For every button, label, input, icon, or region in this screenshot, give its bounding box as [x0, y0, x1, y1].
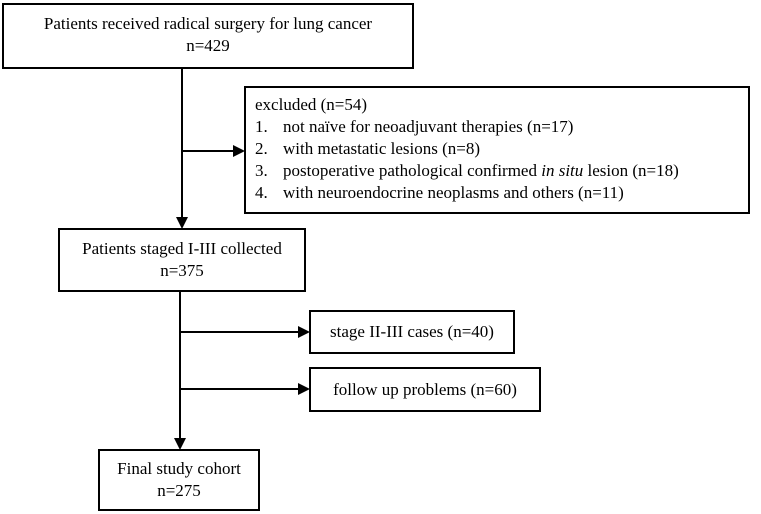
- box-initial-count: n=429: [186, 36, 230, 55]
- excluded-item-3-num: 3.: [255, 161, 268, 180]
- box-initial-title: Patients received radical surgery for lu…: [43, 14, 373, 33]
- excluded-item-3: 3. postoperative pathological confirmed i…: [255, 160, 748, 182]
- excluded-item-4-text: with neuroendocrine neoplasms and others…: [283, 183, 624, 202]
- box-staged-patients: Patients staged I-III collected n=375: [58, 228, 306, 292]
- excluded-item-1-text: not naïve for neoadjuvant therapies (n=1…: [283, 117, 574, 136]
- box-staged-title: Patients staged I-III collected: [82, 239, 282, 258]
- box-stage-ii-iii-text: stage II-III cases (n=40): [330, 322, 494, 341]
- excluded-item-3-text-italic: in situ: [541, 161, 584, 180]
- excluded-title: excluded (n=54): [255, 95, 368, 114]
- box-follow-up: follow up problems (n=60): [309, 367, 541, 412]
- excluded-item-3-text-before: postoperative pathological confirmed: [283, 161, 542, 180]
- box-staged-count: n=375: [160, 261, 204, 280]
- box-final-title: Final study cohort: [117, 459, 241, 478]
- excluded-item-1-num: 1.: [255, 117, 268, 136]
- excluded-item-4: 4. with neuroendocrine neoplasms and othe…: [255, 182, 748, 204]
- excluded-item-3-text-after: lesion (n=18): [583, 161, 679, 180]
- excluded-item-2-text: with metastatic lesions (n=8): [283, 139, 481, 158]
- excluded-item-2-num: 2.: [255, 139, 268, 158]
- box-excluded: excluded (n=54) 1. not naïve for neoadjuv…: [244, 86, 750, 214]
- box-final-cohort: Final study cohort n=275: [98, 449, 260, 511]
- box-stage-ii-iii: stage II-III cases (n=40): [309, 310, 515, 354]
- box-final-count: n=275: [157, 481, 201, 500]
- excluded-item-4-num: 4.: [255, 183, 268, 202]
- box-follow-up-text: follow up problems (n=60): [333, 380, 517, 399]
- box-initial-patients: Patients received radical surgery for lu…: [2, 3, 414, 69]
- excluded-item-2: 2. with metastatic lesions (n=8): [255, 138, 748, 160]
- excluded-item-1: 1. not naïve for neoadjuvant therapies (n…: [255, 116, 748, 138]
